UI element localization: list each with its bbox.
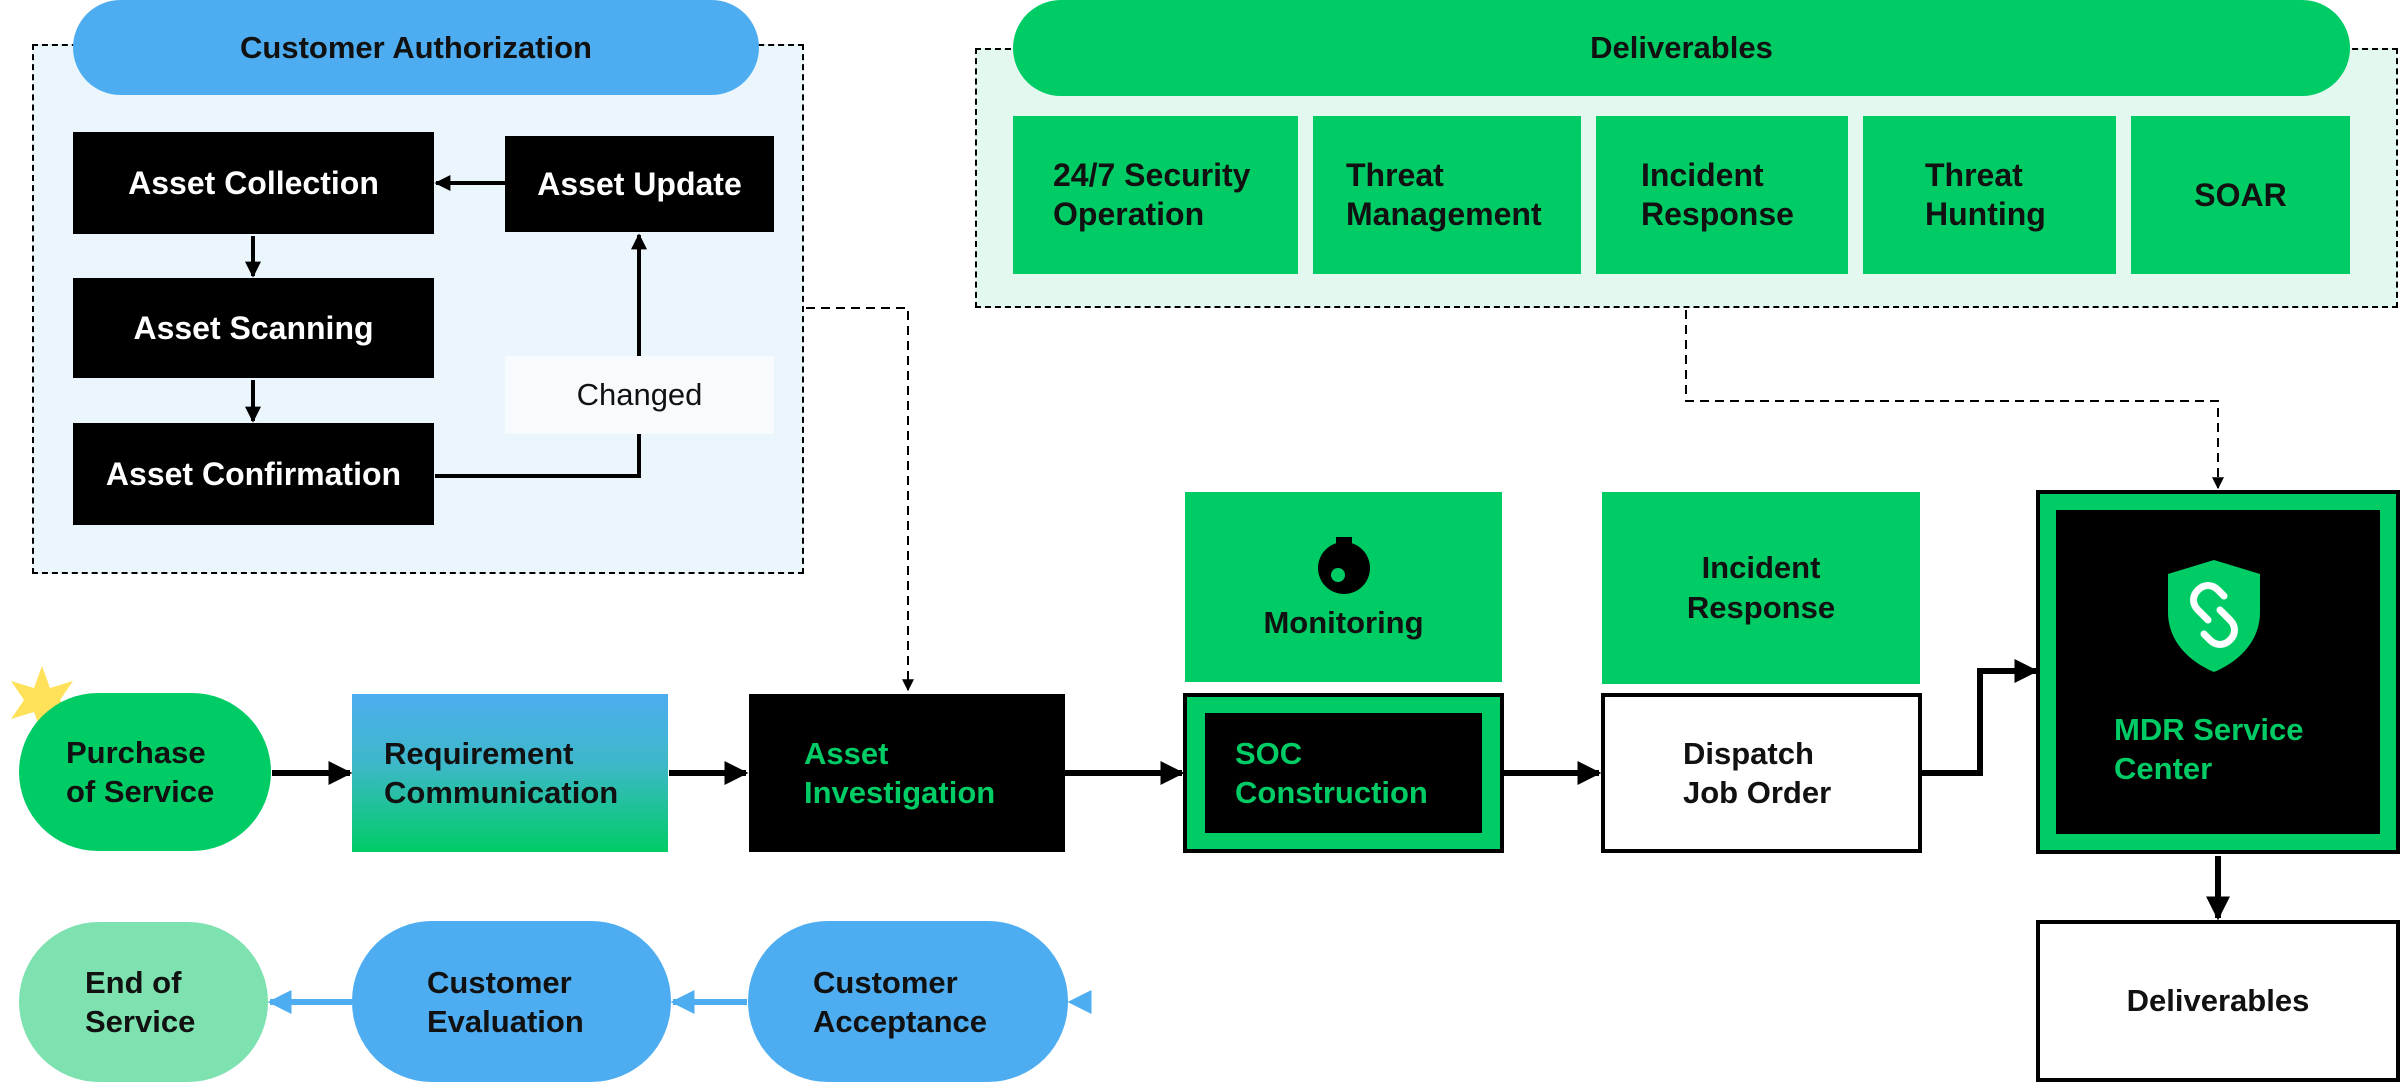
deliverables-node: Deliverables bbox=[2036, 920, 2400, 1082]
asset-scanning-box: Asset Scanning bbox=[73, 278, 434, 378]
asset-collection-box: Asset Collection bbox=[73, 132, 434, 234]
monitoring-card: Monitoring bbox=[1185, 492, 1502, 682]
star-icon bbox=[11, 666, 73, 734]
shield-link-icon bbox=[2168, 560, 2260, 672]
asset-update-box: Asset Update bbox=[505, 136, 774, 232]
arrow-dispatch-to-mdr bbox=[1922, 659, 2039, 776]
deliverables-title: Deliverables bbox=[1013, 0, 2350, 96]
camera-icon bbox=[1317, 537, 1370, 594]
dashed-auth-to-investigation bbox=[806, 307, 914, 692]
changed-label: Changed bbox=[505, 356, 774, 434]
dashed-deliverables-to-mdr bbox=[1685, 310, 2224, 490]
customer-authorization-title: Customer Authorization bbox=[73, 0, 759, 95]
asset-confirmation-box: Asset Confirmation bbox=[73, 423, 434, 525]
deliverable-soar: SOAR bbox=[2131, 116, 2350, 274]
arrow-confirmation-to-update bbox=[435, 233, 647, 478]
